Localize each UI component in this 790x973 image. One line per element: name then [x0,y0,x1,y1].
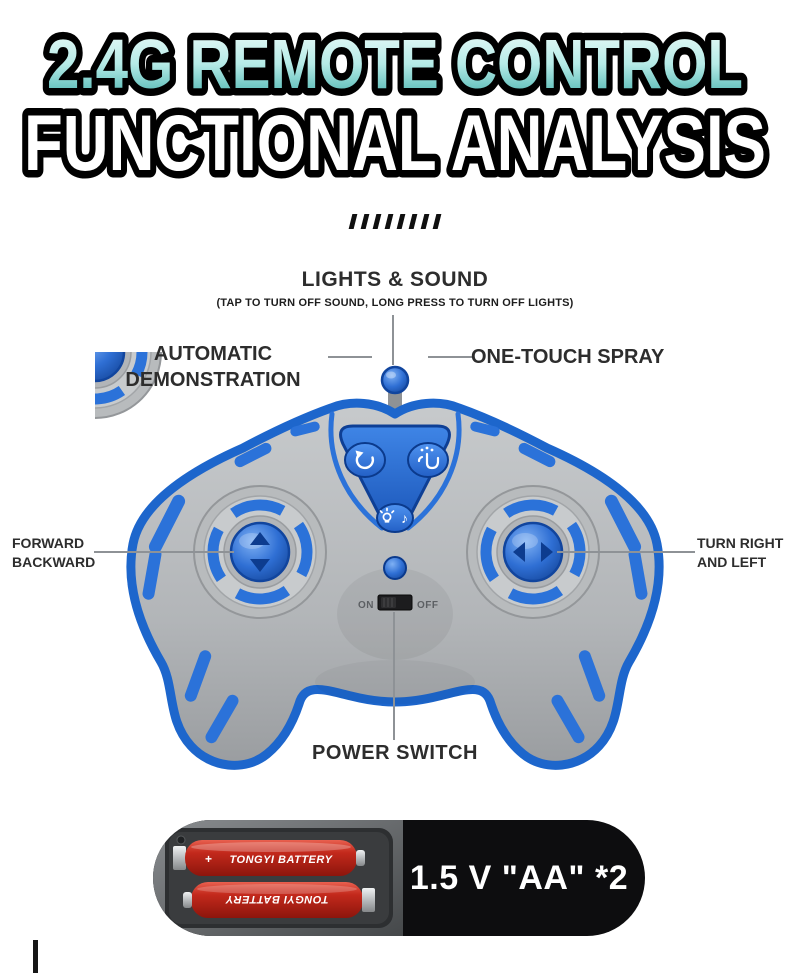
automatic-demonstration-line2: DEMONSTRATION [125,369,301,391]
automatic-demonstration-line1: AUTOMATIC [153,343,273,365]
remote-controller-illustration: ♪ ON OFF [95,352,664,770]
center-shading [337,568,453,660]
battery-spec-text: 1.5 V "AA" *2 [409,858,629,897]
turn-right-left-label: TURN RIGHT AND LEFT [697,534,783,572]
title-line-2: FUNCTIONAL ANALYSIS [24,98,766,187]
spray-hand-icon [417,446,440,470]
demo-cycle-icon [355,450,375,470]
battery-plus-icon: + [205,852,212,866]
screw-icon [176,835,186,845]
title-line-1: 2.4G REMOTE CONTROL [47,25,743,103]
battery-info-strip: + TONGYI BATTERY TONGYI BATTERY 1.5 V "A… [153,820,645,936]
automatic-demonstration-label: AUTOMATIC DEMONSTRATION [98,341,328,393]
spray-callout-line [428,356,472,358]
power-callout-line [393,612,395,740]
forward-callout-line [94,551,234,553]
page-edge-mark [33,940,38,973]
demo-button [344,442,386,478]
one-touch-spray-label: ONE-TOUCH SPRAY [471,346,665,368]
lights-sound-subcaption: (TAP TO TURN OFF SOUND, LONG PRESS TO TU… [216,297,574,309]
left-wing-stripes [142,421,320,744]
battery-compartment-photo: + TONGYI BATTERY TONGYI BATTERY [153,820,403,936]
power-switch-toggle: ON OFF [358,594,439,611]
right-joystick-arrows [513,542,553,562]
battery-illustration: + TONGYI BATTERY TONGYI BATTERY [153,820,403,936]
power-switch-label: POWER SWITCH [312,742,478,764]
forward-label-line1: FORWARD [12,535,85,551]
switch-on-text: ON [358,600,374,611]
left-joystick-arrows [250,532,270,572]
lights-sound-label: LIGHTS & SOUND [301,268,489,291]
bulb-icon [379,507,395,523]
bottom-shading [315,660,475,704]
battery-brand-text-flipped: TONGYI BATTERY [224,893,328,905]
switch-off-text: OFF [417,600,439,611]
spray-button [407,442,449,478]
battery-bottom: TONGYI BATTERY [183,882,375,918]
joystick-template [95,352,162,419]
lights-callout-line [392,315,394,365]
battery-brand-text: TONGYI BATTERY [230,854,334,866]
forward-backward-label: FORWARD BACKWARD [12,534,95,572]
left-collar-accent [328,411,385,531]
lights-sound-button: ♪ [376,503,414,533]
hazard-slashes [348,214,442,229]
demo-callout-line [328,356,372,358]
small-round-button [383,556,407,580]
battery-top: + TONGYI BATTERY [173,840,365,876]
forward-label-line2: BACKWARD [12,554,96,570]
turn-label-line2: AND LEFT [697,554,767,570]
right-collar-accent [405,411,462,531]
turn-label-line1: TURN RIGHT [697,535,784,551]
headline: 2.4G REMOTE CONTROL FUNCTIONAL ANALYSIS [17,18,774,195]
music-note-icon: ♪ [401,510,408,526]
antenna-knob [380,365,410,410]
turn-callout-line [557,551,695,553]
